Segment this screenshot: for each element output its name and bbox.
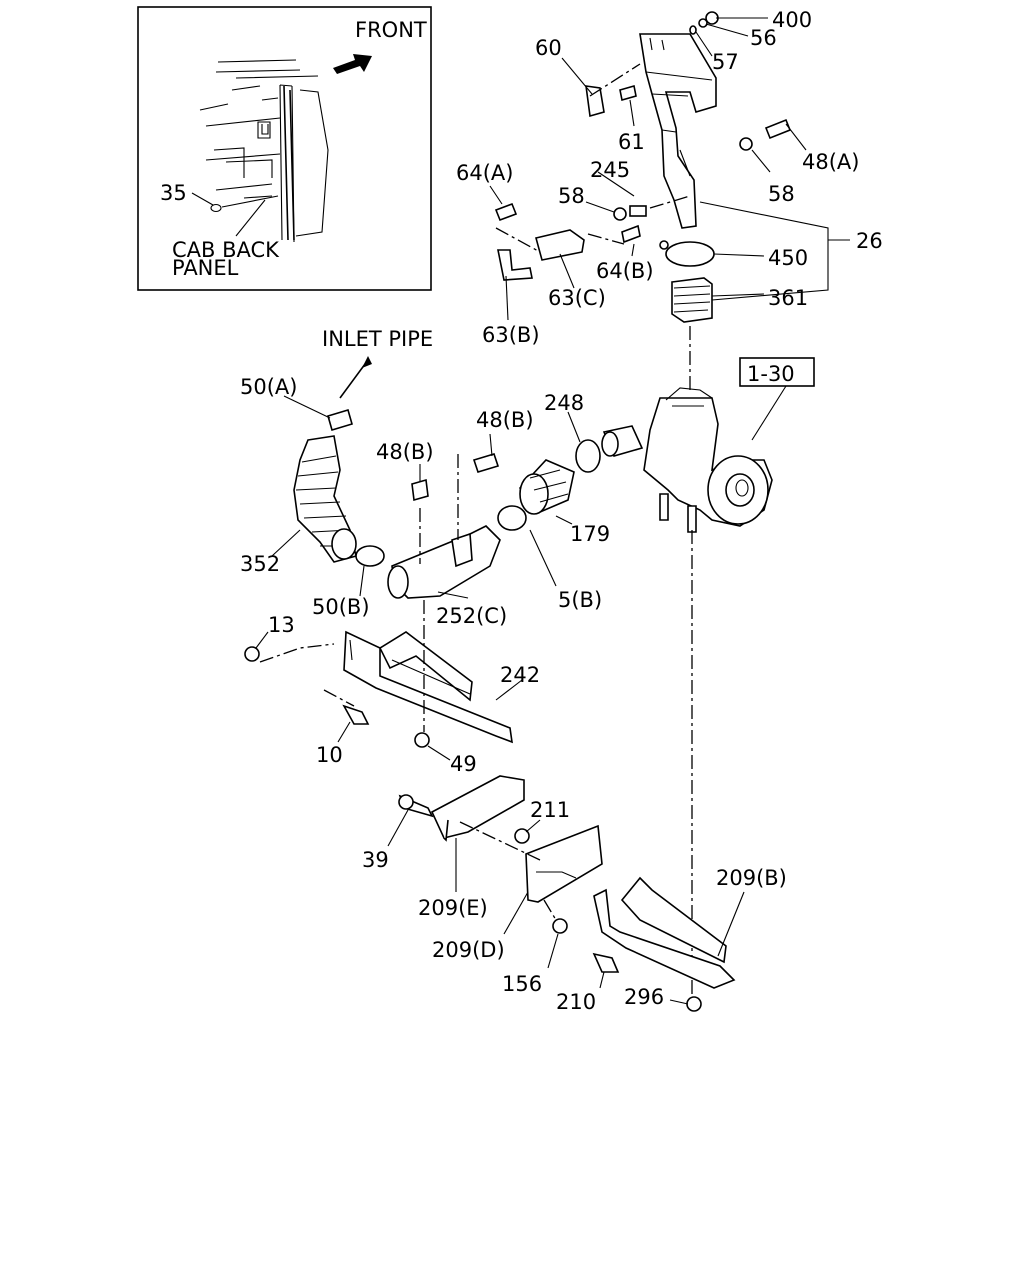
callout-50b: 50(B) — [312, 595, 370, 619]
callout-352: 352 — [240, 552, 280, 576]
callout-48b-right: 48(B) — [476, 408, 534, 432]
upper-duct — [639, 33, 717, 229]
part-450-clamp — [665, 241, 715, 267]
part-35-label: 35 — [160, 181, 187, 205]
part-50b-clamp — [355, 545, 385, 567]
inset-cab-back-panel: FRONT 35 CAB BACK PANEL — [137, 6, 432, 291]
callout-210: 210 — [556, 990, 596, 1014]
mounting-bracket-group — [494, 63, 691, 281]
callout-245: 245 — [590, 158, 630, 182]
callout-252c: 252(C) — [436, 604, 507, 628]
part-58-grommet-right — [739, 137, 753, 151]
callout-57: 57 — [712, 50, 739, 74]
callout-10: 10 — [316, 743, 343, 767]
cab-panel-sketch — [199, 59, 329, 243]
leader-lines — [255, 17, 850, 1005]
part-210-bolt — [592, 952, 620, 973]
callout-58-left: 58 — [558, 184, 585, 208]
part-211-nut — [514, 828, 530, 844]
part-61-bolt — [619, 84, 637, 102]
callout-242: 242 — [500, 663, 540, 687]
part-242-bracket — [343, 630, 513, 744]
upper-duct-assembly — [585, 11, 792, 394]
callout-64a: 64(A) — [456, 161, 513, 185]
part-48b-bolt-left — [411, 478, 429, 502]
callout-63c: 63(C) — [548, 286, 606, 310]
part-10-bolt — [342, 704, 370, 725]
assembly-ref-box — [739, 357, 815, 387]
callout-50a: 50(A) — [240, 375, 297, 399]
part-245-collar — [629, 205, 647, 217]
callout-63b: 63(B) — [482, 323, 540, 347]
part-48a-bolt — [764, 118, 792, 140]
bracket-209-group — [398, 775, 736, 1012]
callout-61: 61 — [618, 130, 645, 154]
bracket-242-group — [244, 600, 513, 748]
part-60-bracket — [585, 85, 605, 118]
callout-5b: 5(B) — [558, 588, 602, 612]
part-13-nut — [244, 646, 260, 662]
part-63c-bracket — [535, 229, 585, 261]
part-209d-bracket — [525, 824, 603, 903]
part-58-grommet-left — [613, 207, 627, 221]
callout-48b-left: 48(B) — [376, 440, 434, 464]
cab-back-panel-label-line1: CAB BACK — [172, 238, 280, 262]
part-57-grommet — [689, 25, 697, 35]
callout-60: 60 — [535, 36, 562, 60]
callout-58-right: 58 — [768, 182, 795, 206]
part-64b-bolt — [621, 224, 641, 244]
callout-26: 26 — [856, 229, 883, 253]
inlet-pipe-pointer: INLET PIPE — [322, 327, 433, 399]
callout-209b: 209(B) — [716, 866, 787, 890]
part-209b-bracket — [593, 888, 736, 989]
part-50a-clamp — [327, 409, 353, 431]
part-361-element — [671, 277, 713, 323]
assembly-ref-label: 1-30 — [747, 362, 795, 386]
callout-labels: 400 56 57 60 61 48(A) 58 245 58 64(A) 64… — [240, 8, 883, 1014]
inlet-pipe-label: INLET PIPE — [322, 327, 433, 351]
callout-48a: 48(A) — [802, 150, 859, 174]
callout-64b: 64(B) — [596, 259, 654, 283]
callout-56: 56 — [750, 26, 777, 50]
part-56-washer — [698, 18, 708, 28]
part-248-clamp — [575, 439, 601, 473]
callout-400: 400 — [772, 8, 812, 32]
part-156-nut — [552, 918, 568, 934]
part-209e-bracket — [430, 775, 525, 839]
callout-209e: 209(E) — [418, 896, 488, 920]
callout-49: 49 — [450, 752, 477, 776]
callout-179: 179 — [570, 522, 610, 546]
cab-back-panel-label-line2: PANEL — [172, 256, 239, 280]
part-49-nut — [414, 732, 430, 748]
callout-248: 248 — [544, 391, 584, 415]
part-5b-clamp — [497, 505, 527, 531]
part-63b-bracket — [497, 249, 533, 281]
hose-group — [293, 409, 601, 599]
front-label: FRONT — [355, 18, 427, 42]
callout-450: 450 — [768, 246, 808, 270]
part-64a-bolt — [494, 202, 518, 222]
part-48b-bolt-right — [472, 453, 500, 473]
callout-39: 39 — [362, 848, 389, 872]
air-cleaner-assembly: 1-30 — [601, 357, 815, 1000]
part-296-nut — [686, 996, 702, 1012]
inset-frame — [137, 6, 432, 291]
callout-296: 296 — [624, 985, 664, 1009]
front-arrow-icon — [333, 54, 372, 74]
callout-13: 13 — [268, 613, 295, 637]
callout-361: 361 — [768, 286, 808, 310]
callout-211: 211 — [530, 798, 570, 822]
callout-156: 156 — [502, 972, 542, 996]
callout-209d: 209(D) — [432, 938, 505, 962]
